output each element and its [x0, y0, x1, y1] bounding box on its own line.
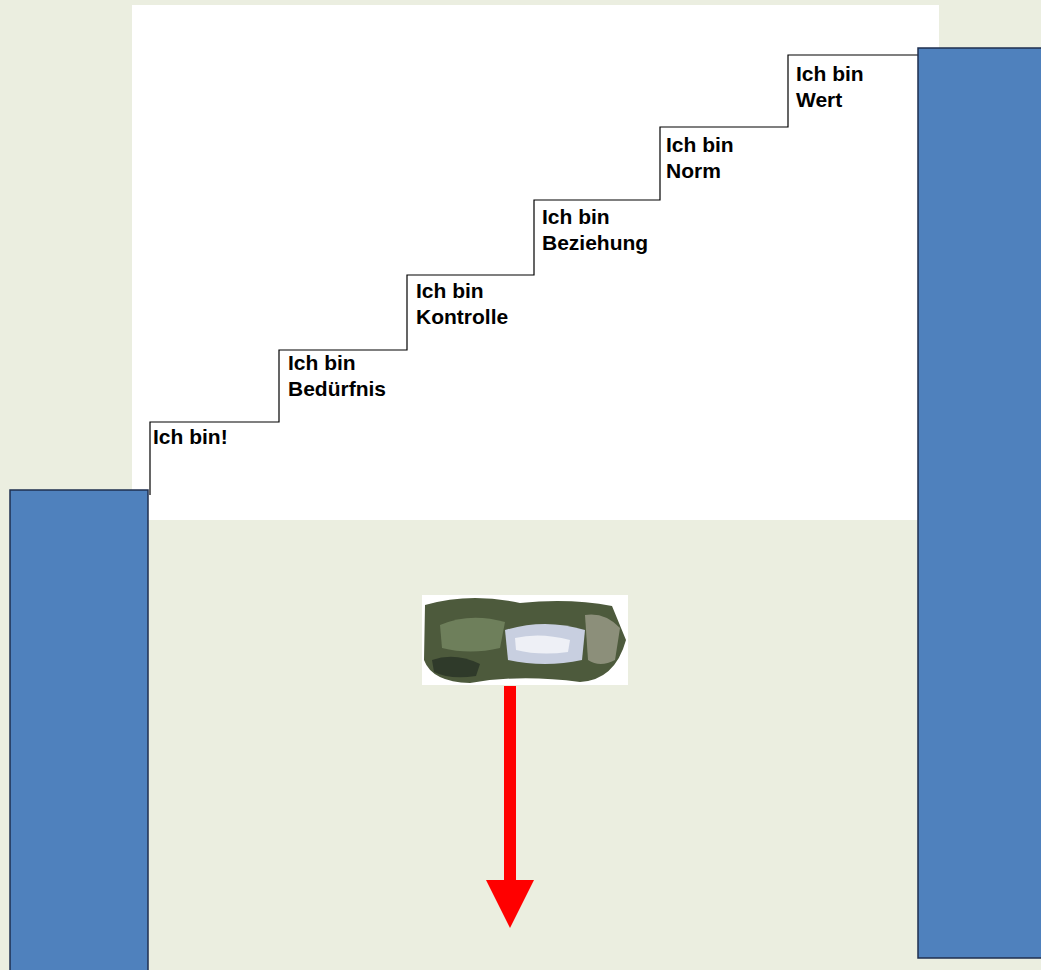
photo-detail — [585, 615, 620, 664]
step-label: Ich bin Wert — [796, 61, 908, 113]
right-pillar — [918, 48, 1041, 958]
photo-shape — [424, 598, 626, 683]
step-label: Ich bin Bedürfnis — [288, 350, 400, 402]
arrow-shaft — [504, 686, 516, 882]
photo-detail — [505, 624, 585, 664]
fall-arrow — [486, 686, 534, 928]
step-label: Ich bin Norm — [666, 132, 778, 184]
photo-detail — [432, 657, 480, 678]
step-label: Ich bin Kontrolle — [416, 278, 528, 330]
photo-detail — [515, 635, 570, 653]
white-panel — [132, 5, 939, 520]
left-pillar — [10, 490, 148, 970]
falling-person — [422, 595, 628, 685]
arrow-head — [486, 880, 534, 928]
step-label: Ich bin! — [153, 424, 265, 450]
photo-frame — [422, 595, 628, 685]
photo-detail — [440, 618, 505, 652]
step-label: Ich bin Beziehung — [542, 204, 654, 256]
staircase-line — [150, 55, 918, 495]
